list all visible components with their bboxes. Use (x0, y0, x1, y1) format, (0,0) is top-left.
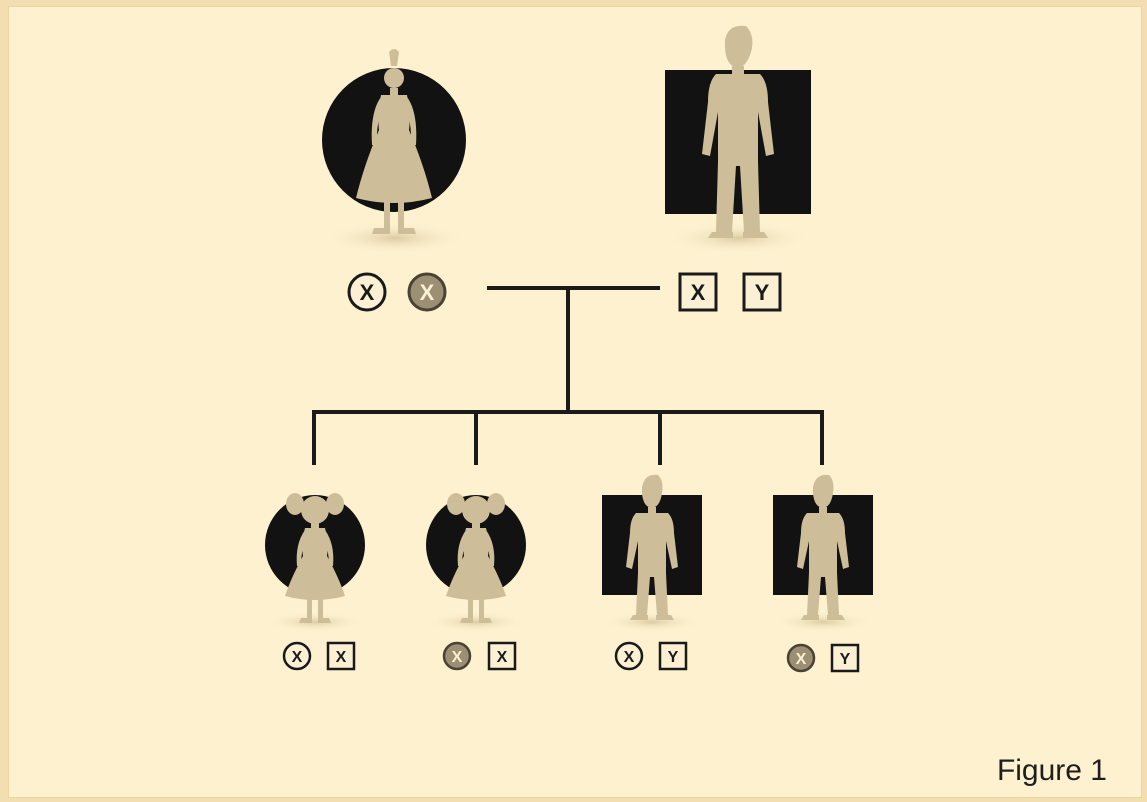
chromosome-label: X (452, 649, 463, 666)
chromosome-label: X (336, 649, 347, 666)
chromosome-label: Y (668, 649, 679, 666)
child-daughter-2: X X (426, 493, 526, 671)
chromosome-x-normal (347, 272, 387, 312)
chromosome-y (658, 641, 688, 671)
chromosome-label: X (796, 651, 807, 668)
child-son-2: X Y (773, 474, 873, 673)
child-son-1: X Y (602, 474, 702, 671)
chromosome-label: X (420, 280, 435, 305)
chromosome-label: Y (755, 280, 770, 305)
mother-shadow (323, 222, 467, 254)
chromosome-x-carrier (407, 272, 447, 312)
father (665, 25, 811, 254)
chromosome-label: X (691, 280, 706, 305)
chromosome-label: Y (840, 651, 851, 668)
pedigree-lines (312, 286, 824, 465)
chromosome-x-normal (282, 641, 312, 671)
chromosome-label: X (292, 649, 303, 666)
chromosome-x-carrier (442, 641, 472, 671)
chromosome-x-normal (326, 641, 356, 671)
chromosome-x-normal (614, 641, 644, 671)
mother (322, 49, 467, 254)
chromosome-x-carrier (786, 643, 816, 673)
chromosome-label: X (624, 649, 635, 666)
father-chromosomes: X Y (678, 272, 782, 312)
figure-frame (8, 6, 1142, 798)
chromosome-label: X (497, 649, 508, 666)
chromosome-x-normal (487, 641, 517, 671)
chromosome-x-normal (678, 272, 718, 312)
father-shadow (666, 222, 810, 254)
figure-caption: Figure 1 (996, 754, 1107, 787)
chromosome-label: X (360, 280, 375, 305)
mother-chromosomes: X X (347, 272, 447, 312)
child-daughter-1: X X (265, 493, 365, 671)
chromosome-y (830, 643, 860, 673)
chromosome-y (742, 272, 782, 312)
